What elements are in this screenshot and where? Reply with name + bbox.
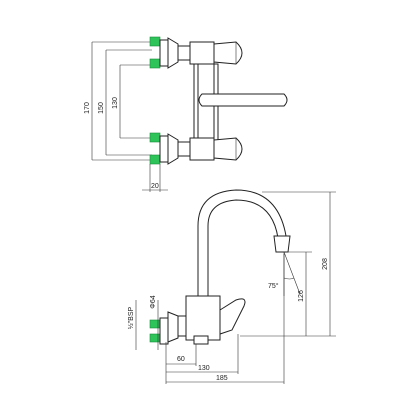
upper-cap [213,41,243,65]
inlet-connector-top [149,319,161,329]
inlet-nut [177,315,187,337]
side-view: 75° 208 126 ½"BSP Φ64 60 130 185 [127,189,336,384]
dim-label-208: 208 [322,258,329,270]
dim-label-20: 20 [151,183,159,190]
upper-inlet-arm [177,45,191,61]
angle-label: 75° [268,282,279,290]
lower-cap [213,137,243,161]
dim-label-130-bottom: 130 [198,365,210,372]
lower-body-block [189,137,215,161]
lower-inlet-nut [159,135,169,163]
dia-label: Φ64 [150,295,157,308]
top-view: 170 150 130 20 [84,36,288,192]
lower-inlet-arm [177,141,191,157]
dim-label-130: 130 [112,97,119,109]
left-stem [193,63,199,145]
angle-arc [283,277,295,280]
wall-flange [167,311,179,343]
lower-inlet-connector-a [149,132,161,143]
upper-inlet-connector-b [149,58,161,69]
lever-handle [219,298,246,335]
upper-inlet-nut [159,39,169,67]
inlet-thread [159,317,169,345]
angle-line [283,251,301,295]
upper-inlet-connector-a [149,36,161,47]
dim-label-126: 126 [298,290,305,302]
lower-inlet-connector-b [149,154,161,165]
upper-inlet-flange [167,37,179,69]
dim-label-150: 150 [98,102,105,114]
lower-inlet-flange [167,133,179,165]
tap-body [185,295,221,341]
upper-body-block [189,41,215,65]
gooseneck-spout [197,189,287,297]
body-base [193,335,209,345]
dim-label-170: 170 [84,102,91,114]
spout-outlet [273,235,291,253]
inlet-connector-bottom [149,333,161,343]
dim-label-185: 185 [216,375,228,382]
bsp-label: ½"BSP [127,307,135,330]
mixer-handle [198,93,288,107]
dim-label-60: 60 [177,356,185,363]
